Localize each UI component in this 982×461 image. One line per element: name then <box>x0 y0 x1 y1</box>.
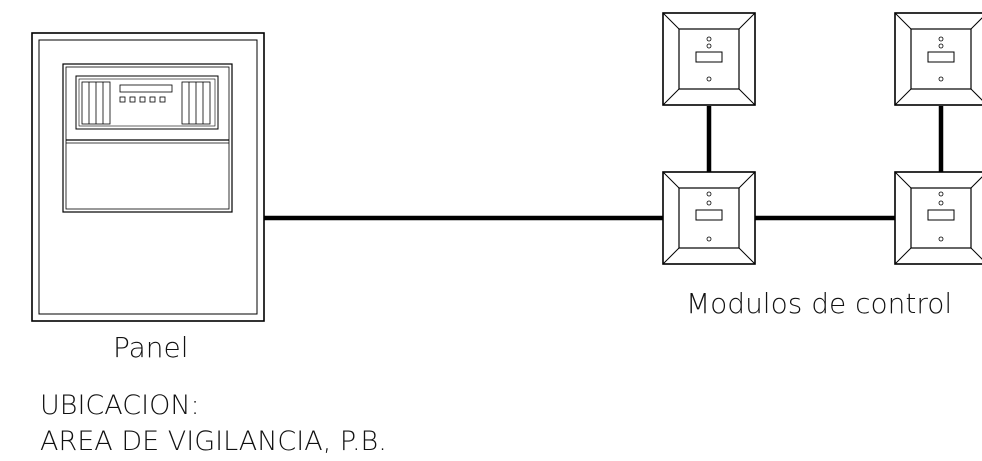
fire-alarm-control-panel <box>31 32 265 322</box>
location-value: AREA DE VIGILANCIA, P.B. <box>40 426 387 457</box>
panel-cabinet-inner <box>38 39 258 315</box>
control-module-top-left <box>662 12 756 106</box>
panel-left-terminal-block <box>81 81 111 125</box>
panel-lcd-screen <box>119 84 173 93</box>
panel-display-frame <box>75 75 219 130</box>
control-module-bottom-right <box>894 171 982 265</box>
panel-door-outer <box>62 63 233 213</box>
control-module-bottom-left <box>662 171 756 265</box>
wiring <box>264 106 944 221</box>
panel-label: Panel <box>113 331 189 364</box>
location-heading: UBICACION: <box>40 390 200 421</box>
panel-door-inner <box>65 66 230 210</box>
panel-indicator-leds <box>119 96 166 103</box>
panel-display-frame-inner <box>78 78 216 127</box>
panel-cabinet-outer <box>31 32 265 322</box>
control-module-top-right <box>894 12 982 106</box>
panel-right-terminal-block <box>181 81 211 125</box>
modules-label: Modulos de control <box>686 287 952 320</box>
